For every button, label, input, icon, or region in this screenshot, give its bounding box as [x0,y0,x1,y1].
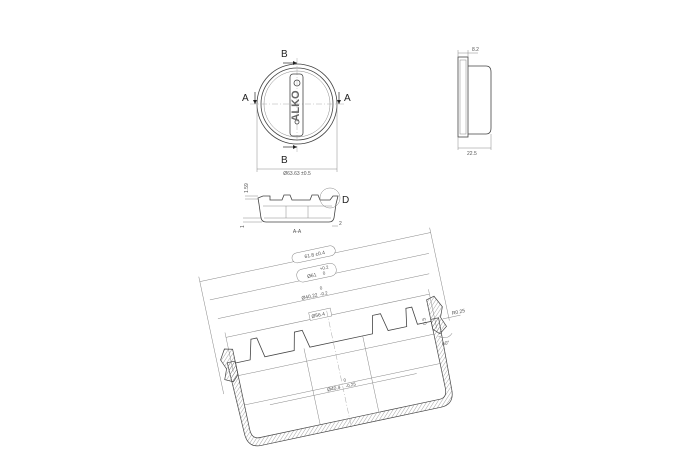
section-outline [257,194,339,223]
wall-dimension: 2 [339,221,342,227]
dim-61-8: 61.8 ±0.4 [291,245,336,264]
dim-61: Ø61 +0.2 0 [296,263,337,283]
svg-text:Ø63.63 ±0.5: Ø63.63 ±0.5 [283,171,311,177]
svg-text:Ø56.4: Ø56.4 [311,311,326,320]
detail-view: 61.8 ±0.4 Ø61 +0.2 0 0 Ø40.22 -0.2 Ø56.4… [198,227,466,447]
dim-radius: R0.25 [451,308,466,317]
body [468,65,492,135]
svg-text:A: A [344,93,351,104]
section-marker-b-top: B [281,49,297,65]
svg-text:-0.25: -0.25 [345,381,357,388]
section-marker-b-bottom: B [281,145,297,166]
angle-arc [438,333,453,339]
svg-text:Ø40.22: Ø40.22 [301,292,319,301]
svg-text:+0.2: +0.2 [319,264,329,271]
depth-dimension: 8.2 [472,47,479,53]
base-dimension: 1 [240,225,246,228]
right-clip [426,295,447,335]
flange-detail [459,59,467,135]
svg-text:-0.2: -0.2 [320,290,329,297]
total-dimension: 22.5 [467,151,477,157]
svg-text:A: A [242,93,249,104]
svg-text:Ø61: Ø61 [307,272,318,280]
svg-text:Ø40.4: Ø40.4 [327,385,342,394]
svg-text:B: B [281,155,288,166]
section-title: A-A [293,229,302,235]
svg-text:ALKO: ALKO [290,90,302,122]
dim-40-4: 0 Ø40.4 -0.25 [327,377,357,394]
dim-40-22: 0 Ø40.22 -0.2 [301,285,329,302]
dim-height: 0.5 [421,317,428,325]
svg-text:61.8 ±0.4: 61.8 ±0.4 [304,250,326,260]
detail-label: D [342,195,349,206]
front-view: ALKO A A B B Ø63.63 ±0.5 [242,49,351,177]
section-marker-a-right: A [337,92,351,104]
section-marker-a-left: A [242,92,257,104]
dim-56-4: Ø56.4 [308,307,333,321]
svg-text:0: 0 [322,270,326,276]
svg-text:0: 0 [319,285,323,291]
section-view: D 1.59 1 2 A-A [240,183,349,235]
svg-text:0: 0 [343,377,347,383]
dim-angle: 60° [442,340,451,347]
part-profile [235,306,432,364]
flange [457,56,469,138]
logo: ALKO [289,73,304,137]
detail-circle [319,187,341,209]
rim-dimension: 1.59 [244,183,250,193]
left-clip [220,348,239,383]
svg-text:B: B [281,49,288,60]
side-view: 8.2 22.5 [457,47,492,157]
diameter-dimension: Ø63.63 ±0.5 [256,104,338,177]
